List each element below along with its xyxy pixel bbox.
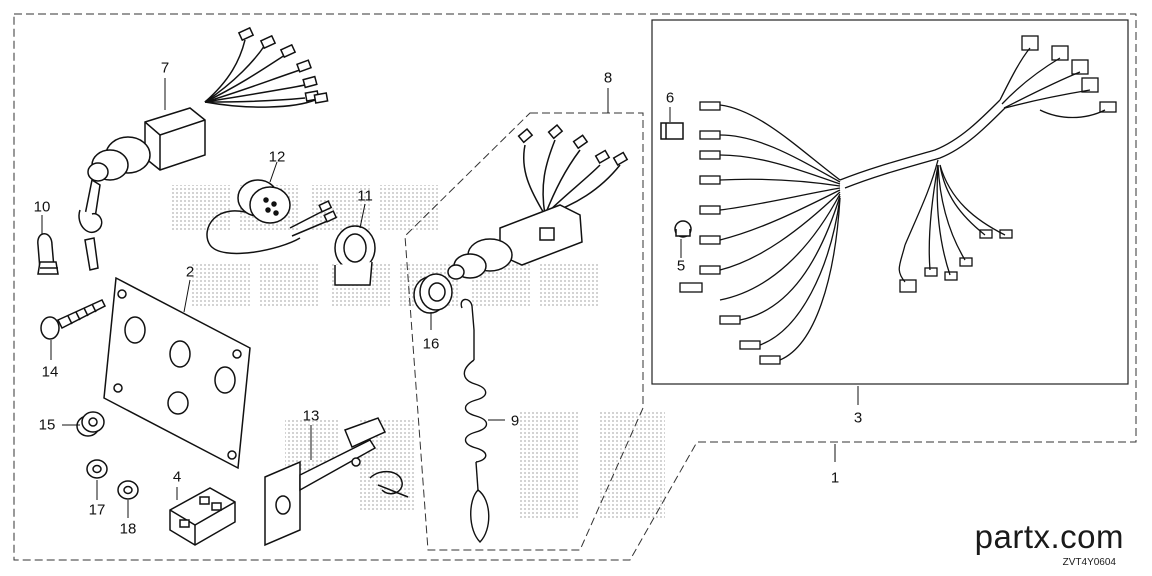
callout-3[interactable]: 3: [853, 409, 863, 427]
callout-17[interactable]: 17: [88, 501, 106, 519]
callout-4[interactable]: 4: [172, 468, 182, 486]
harness-box-3: [651, 19, 1129, 385]
connector-12: [206, 179, 338, 255]
clip-10: [37, 233, 59, 275]
callout-2[interactable]: 2: [185, 263, 195, 281]
washer-18: [117, 480, 139, 500]
callout-1[interactable]: 1: [830, 469, 840, 487]
switch-assembly-8: [447, 124, 629, 280]
nut-15: [76, 411, 105, 437]
cap-6: [660, 122, 684, 140]
callout-5[interactable]: 5: [676, 257, 686, 275]
plate-2: [103, 276, 251, 470]
callout-11[interactable]: 11: [357, 187, 373, 205]
switch-group-outline-8: [404, 112, 644, 551]
kit-outline-1: [13, 13, 1137, 561]
bolt-14: [40, 299, 107, 340]
diagram-code: ZVT4Y0604: [1062, 557, 1116, 568]
plug-5: [674, 220, 692, 238]
callout-13[interactable]: 13: [302, 407, 320, 425]
lanyard-9: [460, 298, 490, 543]
callout-12[interactable]: 12: [268, 148, 286, 166]
coupler-4: [169, 487, 236, 546]
callout-7[interactable]: 7: [160, 59, 170, 77]
band-11: [334, 225, 376, 286]
callout-16[interactable]: 16: [422, 335, 440, 353]
ignition-switch-7: [78, 26, 329, 271]
callout-10[interactable]: 10: [33, 198, 51, 216]
bracket-13: [264, 417, 409, 547]
main-harness-3: [679, 35, 1117, 365]
callout-8[interactable]: 8: [603, 69, 613, 87]
callout-18[interactable]: 18: [119, 520, 137, 538]
ring-nut-16: [413, 273, 453, 314]
callout-9[interactable]: 9: [510, 412, 520, 430]
leader-lines: [41, 78, 859, 518]
site-watermark: partx.com: [974, 518, 1124, 555]
callout-6[interactable]: 6: [665, 89, 675, 107]
callout-14[interactable]: 14: [41, 363, 59, 381]
callout-15[interactable]: 15: [38, 416, 56, 434]
washer-17: [86, 459, 108, 479]
